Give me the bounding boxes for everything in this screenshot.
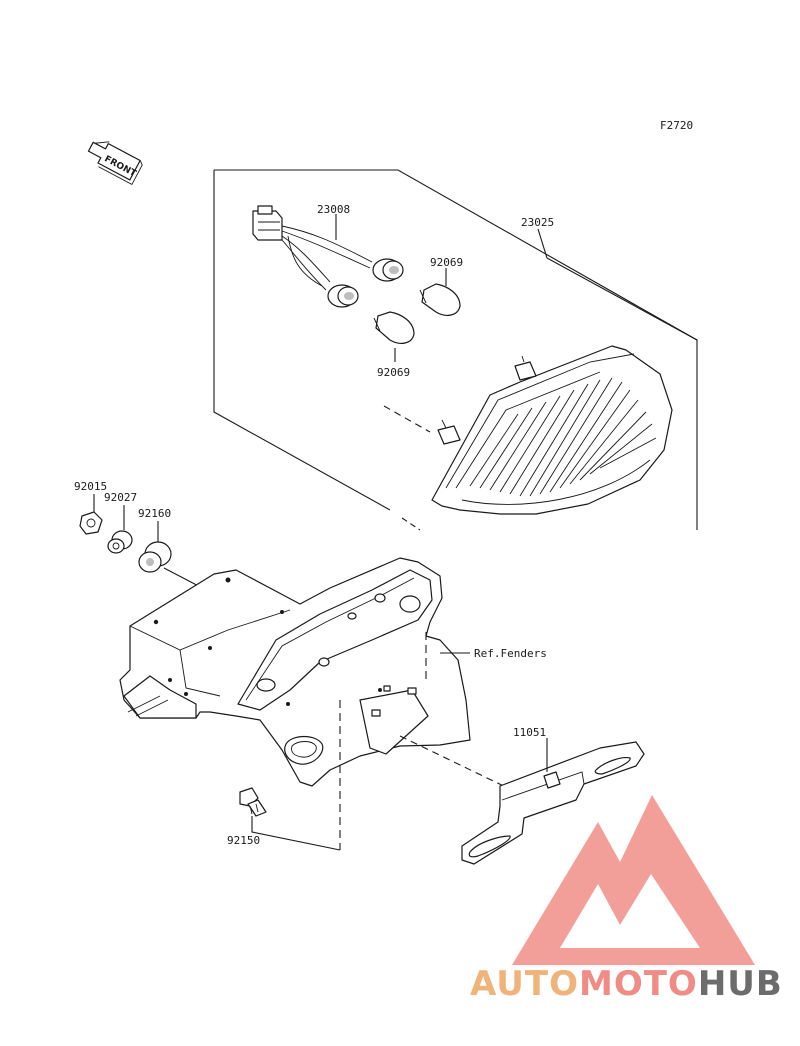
collar-92027 <box>107 530 133 554</box>
bulb-92069-upper <box>419 283 461 316</box>
rear-frame-fender <box>119 557 471 850</box>
bolt-92150 <box>239 787 267 817</box>
watermark-auto: AUTO <box>470 964 579 1004</box>
front-direction-arrow: FRONT <box>87 141 143 186</box>
watermark-moto: MOTO <box>579 964 698 1004</box>
watermark-hub: HUB <box>698 964 783 1004</box>
ref-fenders-label: Ref.Fenders <box>474 647 547 660</box>
part-92069-lower-label: 92069 <box>377 366 410 379</box>
assembly-outline <box>213 169 698 531</box>
license-bracket-11051 <box>461 741 645 865</box>
part-23008-label: 23008 <box>317 203 350 216</box>
figure-code: F2720 <box>660 119 693 132</box>
lens-hatching <box>469 377 657 497</box>
wiring-harness-23008 <box>252 205 404 308</box>
bulb-92069-lower <box>373 311 415 344</box>
damper-92160 <box>138 541 172 573</box>
part-92015-label: 92015 <box>74 480 107 493</box>
part-11051-label: 11051 <box>513 726 546 739</box>
svg-text:AUTOMOTOHUB: AUTOMOTOHUB <box>470 964 783 1004</box>
part-92069-upper-label: 92069 <box>430 256 463 269</box>
part-92027-label: 92027 <box>104 491 137 504</box>
part-92160-label: 92160 <box>138 507 171 520</box>
part-92150-label: 92150 <box>227 834 260 847</box>
taillight-assembly-23025 <box>431 345 673 515</box>
nut-92015 <box>79 511 103 535</box>
automotohub-logo <box>512 795 755 965</box>
part-23025-label: 23025 <box>521 216 554 229</box>
logo-triangle-mark <box>512 795 755 965</box>
